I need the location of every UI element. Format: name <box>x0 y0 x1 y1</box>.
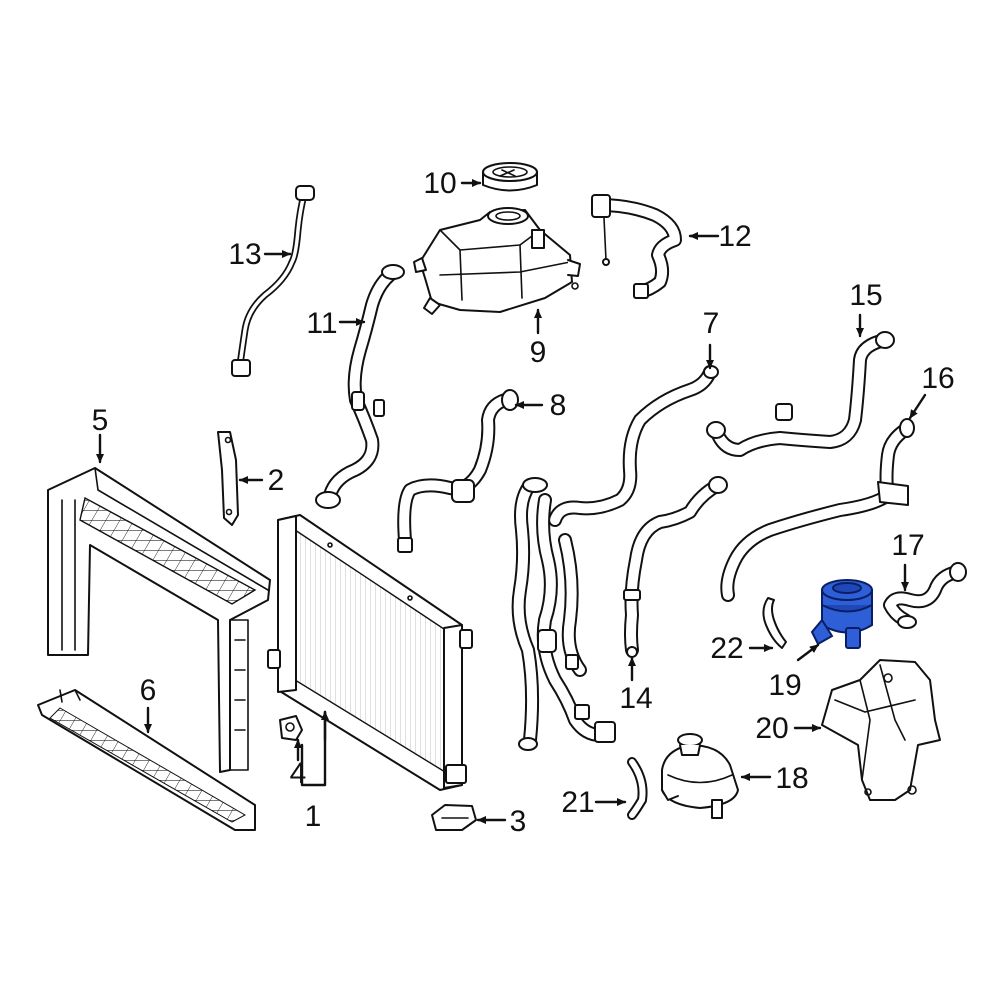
callout-16: 16 <box>921 362 954 395</box>
hose-harness <box>511 477 616 751</box>
callout-20: 20 <box>755 712 788 745</box>
callout-17: 17 <box>891 529 924 562</box>
pad-3 <box>431 804 477 831</box>
callout-12: 12 <box>718 220 751 253</box>
callout-8: 8 <box>550 389 567 422</box>
hose-8 <box>397 389 519 553</box>
expansion-tank <box>413 207 581 315</box>
callout-4: 4 <box>290 757 307 790</box>
hose-12 <box>591 194 682 299</box>
pump-18 <box>661 733 739 819</box>
hose-17 <box>883 562 967 629</box>
shield-20 <box>821 659 941 801</box>
hose-14 <box>623 476 728 658</box>
leader-19 <box>796 643 820 662</box>
callout-21: 21 <box>561 786 594 819</box>
callout-1: 1 <box>305 800 322 833</box>
shield-6 <box>37 689 256 831</box>
callout-10: 10 <box>423 167 456 200</box>
hose-15 <box>706 331 895 457</box>
leader-lines <box>96 179 927 824</box>
hose-16 <box>720 418 915 602</box>
frame-5 <box>47 467 271 773</box>
callout-7: 7 <box>703 307 720 340</box>
callout-14: 14 <box>619 682 652 715</box>
callout-22: 22 <box>710 632 743 665</box>
highlighted-part-19 <box>810 579 873 649</box>
leader-16 <box>908 393 927 420</box>
radiator-1 <box>267 514 473 791</box>
callout-18: 18 <box>775 762 808 795</box>
sensor-wire <box>231 185 315 377</box>
callout-13: 13 <box>228 238 261 271</box>
callout-2: 2 <box>268 464 285 497</box>
callout-labels: 10 9 12 13 11 7 8 15 16 5 2 17 22 19 14 … <box>92 167 955 838</box>
callout-15: 15 <box>849 279 882 312</box>
bracket-22 <box>762 597 787 649</box>
hose-21 <box>627 757 648 820</box>
callout-5: 5 <box>92 404 109 437</box>
hose-11 <box>315 264 405 509</box>
callout-11: 11 <box>306 307 337 340</box>
callout-6: 6 <box>140 674 157 707</box>
callout-9: 9 <box>530 336 547 369</box>
callout-3: 3 <box>510 805 527 838</box>
bracket-2 <box>217 431 239 526</box>
coolant-cap <box>482 162 538 192</box>
callout-19: 19 <box>768 669 801 702</box>
sensor-4 <box>279 715 303 741</box>
